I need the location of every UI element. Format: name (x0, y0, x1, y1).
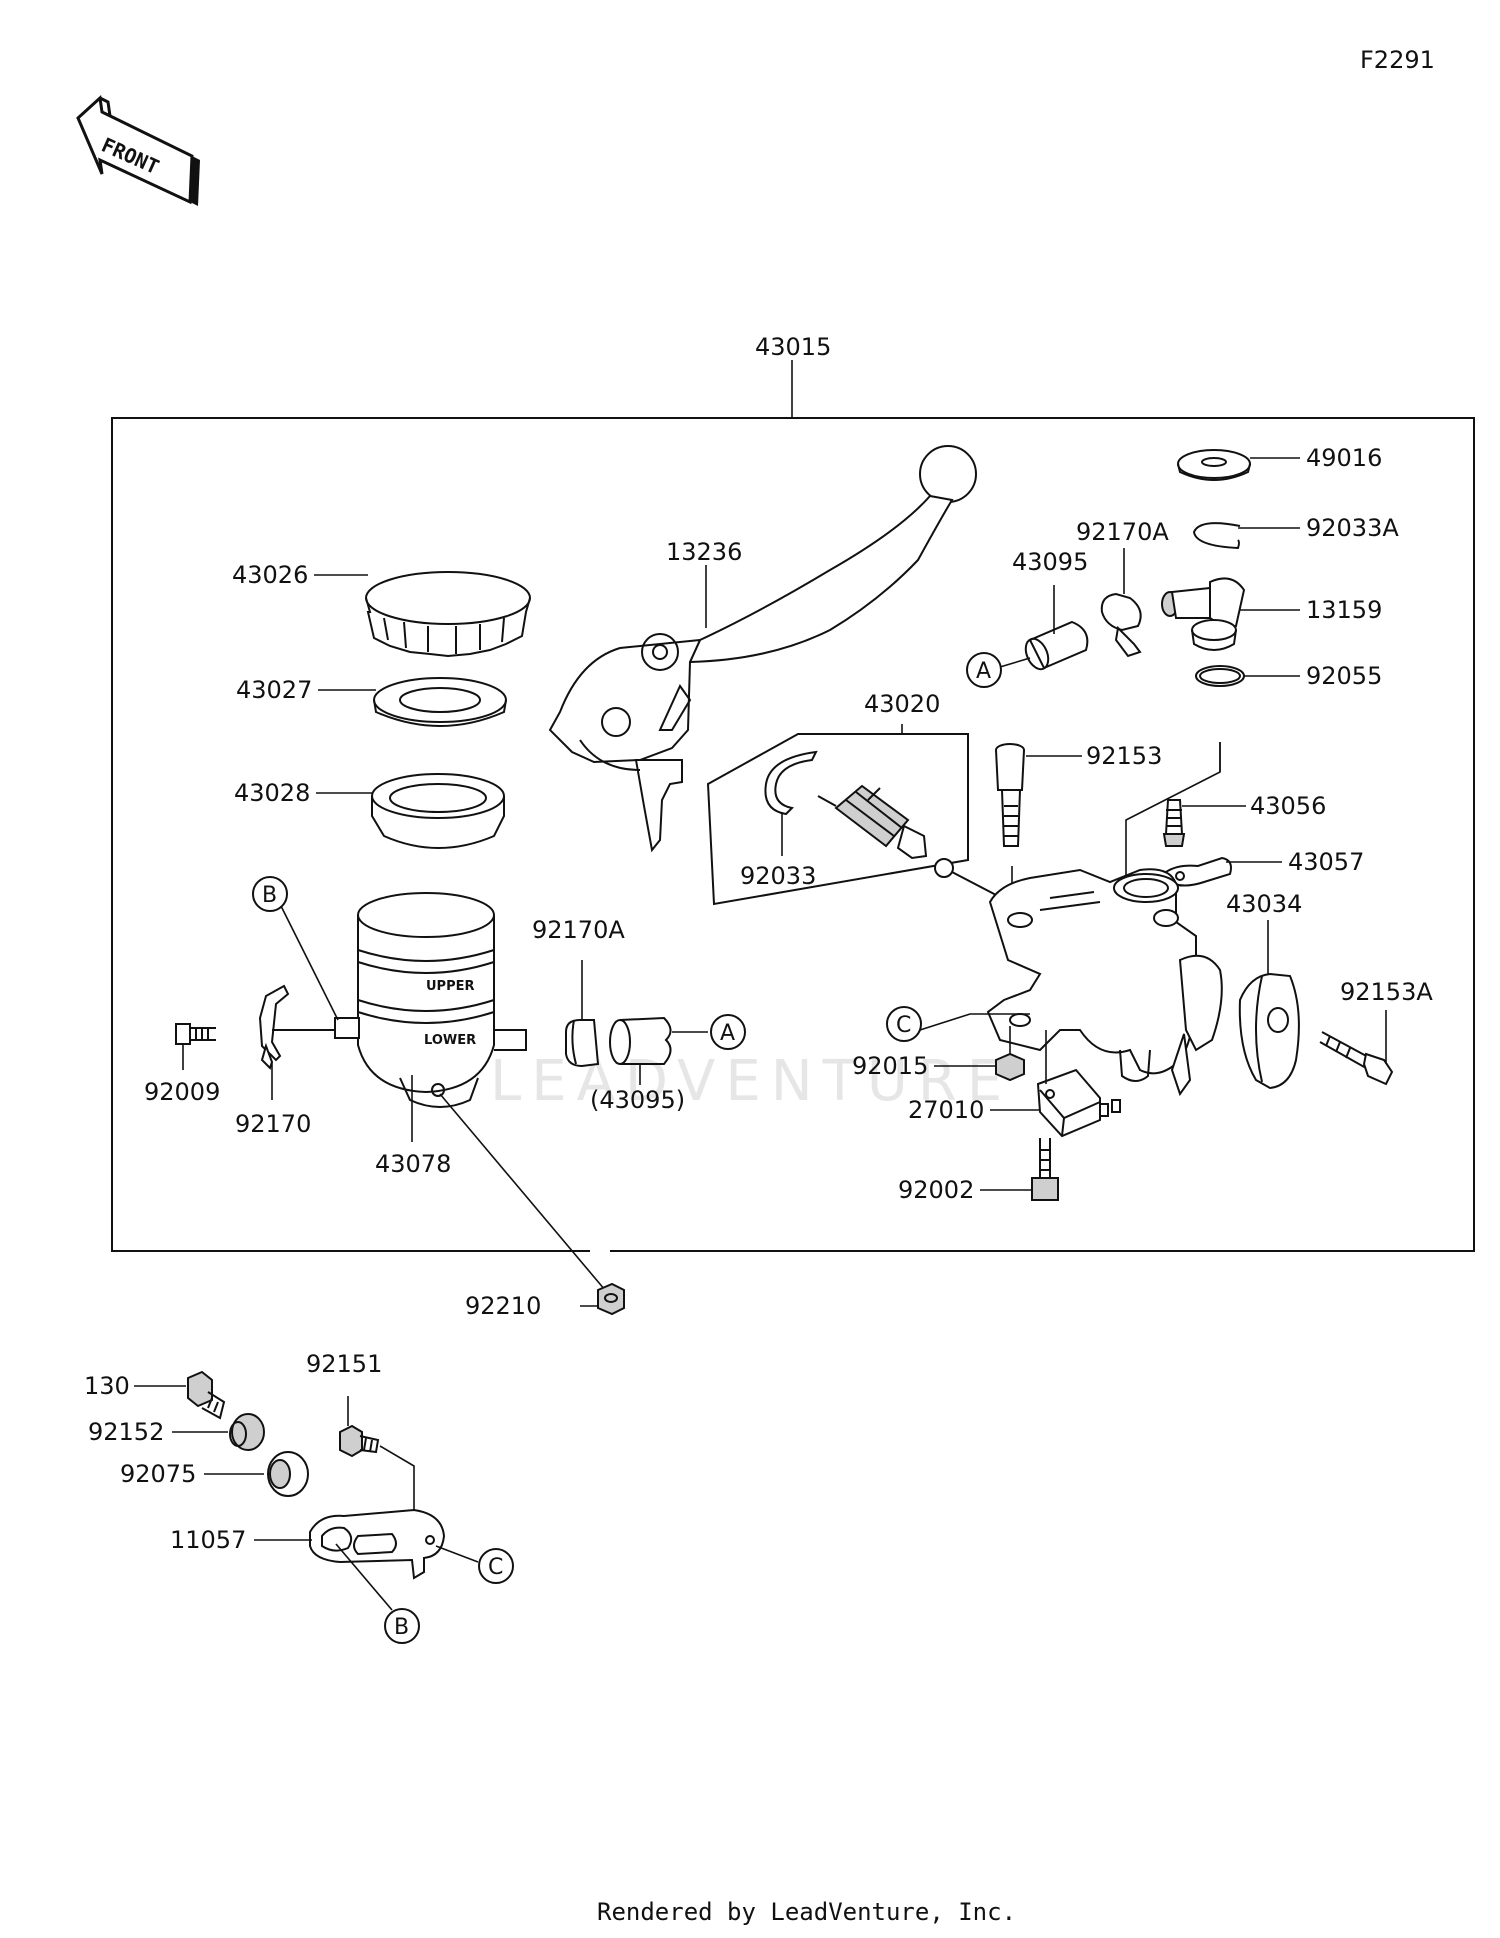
label-43028: 43028 (234, 779, 310, 807)
part-92033-circlip (764, 750, 818, 816)
leader-callout-c-lower (435, 1545, 479, 1563)
label-92002: 92002 (898, 1176, 974, 1204)
label-13159: 13159 (1306, 596, 1382, 624)
part-92152-collar (229, 1413, 265, 1451)
label-92033: 92033 (740, 862, 816, 890)
part-43034-clamp (1238, 972, 1300, 1090)
label-92170a-top: 92170A (1076, 518, 1169, 546)
part-43026-cap (365, 571, 531, 658)
part-92002-screw (1031, 1138, 1059, 1201)
label-92009: 92009 (144, 1078, 220, 1106)
front-arrow-icon: FRONT (76, 94, 200, 206)
part-92055-oring (1195, 665, 1245, 687)
label-11057: 11057 (170, 1526, 246, 1554)
label-92033a: 92033A (1306, 514, 1399, 542)
part-92015-nut (995, 1052, 1025, 1082)
label-92075: 92075 (120, 1460, 196, 1488)
part-130-bolt (187, 1370, 226, 1420)
part-49016-cap (1177, 449, 1251, 481)
label-49016: 49016 (1306, 444, 1382, 472)
label-43078: 43078 (375, 1150, 451, 1178)
label-92152: 92152 (88, 1418, 164, 1446)
label-43027: 43027 (236, 676, 312, 704)
leader-92210-diag (439, 1093, 606, 1291)
part-92153-bolt (995, 743, 1025, 847)
assembly-frame (111, 417, 1475, 1252)
label-92015: 92015 (852, 1052, 928, 1080)
callout-b-lower: B (384, 1608, 420, 1644)
label-92170: 92170 (235, 1110, 311, 1138)
part-43056-bleeder (1162, 799, 1186, 847)
part-master-cylinder-body (986, 868, 1223, 1097)
svg-text:A: A (720, 1021, 735, 1046)
part-92170a-clamp-mid (565, 1019, 600, 1068)
label-43026: 43026 (232, 561, 308, 589)
label-43095-paren: (43095) (590, 1086, 685, 1114)
part-92075-damper (267, 1451, 309, 1497)
part-92170-clamp (258, 984, 335, 1070)
label-43057: 43057 (1288, 848, 1364, 876)
label-13236: 13236 (666, 538, 742, 566)
leader-callout-a-upper (999, 657, 1031, 668)
part-92151-screw (339, 1424, 380, 1458)
label-43034: 43034 (1226, 890, 1302, 918)
leader-callout-c-upper (919, 1013, 1030, 1031)
figure-code: F2291 (1360, 46, 1435, 74)
svg-text:C: C (896, 1013, 911, 1038)
label-92170a-mid: 92170A (532, 916, 625, 944)
reservoir-lower-mark: LOWER (424, 1033, 476, 1048)
label-92153a: 92153A (1340, 978, 1433, 1006)
part-92033a-circlip (1192, 522, 1241, 550)
label-43015: 43015 (755, 333, 831, 361)
label-43095: 43095 (1012, 548, 1088, 576)
part-13236-lever (548, 445, 977, 853)
label-92210: 92210 (465, 1292, 541, 1320)
leader-fitting-to-body (1125, 742, 1221, 880)
piston-kit-box (706, 733, 969, 906)
part-92210-nut (597, 1282, 625, 1316)
label-43056: 43056 (1250, 792, 1326, 820)
part-43020-piston (817, 784, 999, 897)
part-92009-bolt (175, 1023, 216, 1045)
leader-92151-drop (379, 1445, 415, 1520)
part-43095-hose-lower (609, 1016, 672, 1065)
callout-a-upper: A (966, 652, 1002, 688)
part-92153a-bolt (1319, 1031, 1394, 1086)
label-92153: 92153 (1086, 742, 1162, 770)
callout-c-upper: C (886, 1006, 922, 1042)
callout-c-lower: C (478, 1548, 514, 1584)
leader-callout-b-lower (335, 1543, 393, 1611)
svg-text:A: A (976, 659, 991, 684)
part-43028-diaphragm (371, 773, 505, 849)
leader-callout-b-upper (280, 905, 339, 1021)
reservoir-upper-mark: UPPER (426, 979, 475, 994)
callout-a-lower: A (710, 1014, 746, 1050)
part-92170a-clamp-top (1100, 592, 1142, 658)
part-43027-plate (373, 677, 507, 727)
part-11057-bracket (309, 1508, 446, 1580)
label-92151: 92151 (306, 1350, 382, 1378)
svg-text:C: C (488, 1555, 503, 1580)
callout-b-upper: B (252, 876, 288, 912)
label-43020: 43020 (864, 690, 940, 718)
footer-credit: Rendered by LeadVenture, Inc. (597, 1898, 1016, 1926)
part-43057-cap (1165, 856, 1232, 887)
part-13159-fitting (1161, 577, 1246, 651)
part-27010-switch (1036, 1068, 1121, 1138)
svg-text:B: B (394, 1615, 409, 1640)
part-43078-reservoir: UPPER LOWER (334, 892, 527, 1108)
label-92055: 92055 (1306, 662, 1382, 690)
label-27010: 27010 (908, 1096, 984, 1124)
svg-text:B: B (262, 883, 277, 908)
label-130: 130 (84, 1372, 130, 1400)
